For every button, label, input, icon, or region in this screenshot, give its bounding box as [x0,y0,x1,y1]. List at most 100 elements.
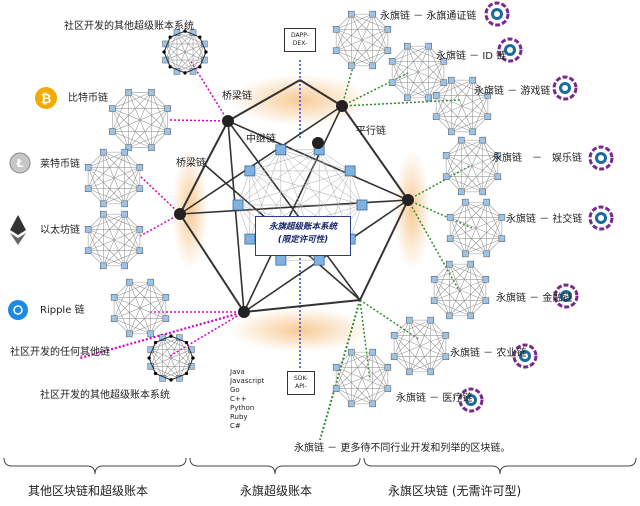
cluster-mesh-line [335,367,373,405]
cluster-node-icon [126,278,133,286]
cluster-node-icon [110,315,118,322]
chain-badge-center [468,397,474,403]
cluster-mesh-line [351,13,388,30]
cluster-mesh-line [150,349,192,367]
cluster-mesh-line [162,337,192,350]
footer-other-chains: 其他区块链和超级账本 [28,484,149,498]
cluster-mesh-line [428,61,445,98]
ripple-icon-inner [13,305,23,315]
cluster-mesh-line [165,32,194,45]
cluster-node-icon [147,363,154,370]
cluster-node-icon [188,346,195,353]
label-community-super-ledger-top: 社区开发的其他超级账本系统 [64,21,194,32]
cluster-mesh-line [151,108,168,148]
cluster-mesh-line [393,320,410,357]
cluster-mesh-line [435,80,452,117]
cluster-mesh-line [87,152,104,189]
brace-layer [3,457,637,475]
dapp-dex-box: DAPP- DEX- [284,28,316,52]
cluster-node-icon [406,368,413,376]
cluster-mesh-line [482,155,499,192]
label-medical-chain: 永旗链 － 医疗链 [396,393,473,404]
community-dot [169,378,173,382]
cluster-mesh-line [446,155,498,177]
cluster-mesh-line [436,95,488,117]
cluster-mesh-line [407,45,444,62]
glow-layer [172,74,430,352]
cluster-node-icon [121,200,128,208]
cluster-node-icon [121,210,128,218]
cluster-node-icon [121,148,128,156]
cluster-mesh-line [409,319,446,336]
cluster-mesh-line [394,335,446,357]
cluster-node-icon [164,128,171,135]
cluster-mesh-line [409,335,447,373]
cluster-mesh-line [446,139,483,156]
cluster-mesh-line [336,29,388,51]
cluster-node-icon [136,247,144,254]
label-agriculture-chain: 永旗链 － 农业链 [450,348,527,359]
cluster-mesh-line [112,92,129,132]
dotted-link-green [341,71,411,107]
label-ripple-chain: Ripple 链 [40,305,85,316]
cluster-mesh-line [449,263,487,301]
octagon-edge [227,79,301,122]
cluster-mesh-line [393,335,431,373]
community-dot [183,71,187,75]
community-dot [147,356,151,360]
cluster-mesh-line [465,217,503,255]
server-node-icon [244,233,256,245]
cluster-node-icon [448,128,455,136]
cluster-mesh-line [486,217,503,254]
label-relay-chain: 中继链 [246,134,276,145]
cluster-node-icon [469,128,476,136]
hub-chord [227,120,361,301]
cluster-node-icon [483,250,490,258]
core-title: 永旗超级账本系统 [268,222,337,232]
cluster-mesh-line [150,337,180,350]
cluster-node-icon [442,152,450,159]
cluster-node-icon [147,346,154,353]
cluster-community-any [147,334,195,382]
cluster-mesh-line [103,167,141,205]
octagon-edge [179,164,206,215]
cluster-mesh-line [128,108,168,148]
cluster-mesh-line [88,151,125,168]
language-item: Java [230,368,245,376]
label-bridge-chain-left: 桥梁链 [176,158,206,169]
hub-node [222,115,234,127]
cluster-node-icon [164,105,171,112]
language-item: Javascript [230,377,265,385]
cluster-node-icon [483,198,490,206]
cluster-node-icon [136,185,144,192]
cluster-mesh-line [87,213,125,251]
cluster-mesh-line [434,279,486,301]
inner-mesh-line [280,149,363,206]
label-entertainment-chain: 永旗链 － 娱乐链 [492,153,582,164]
cluster-node-icon [348,62,355,70]
hub-chord [243,199,409,313]
cluster-node-icon [369,62,376,70]
server-node-icon [244,165,256,177]
cluster-node-icon [121,262,128,270]
cluster-mesh-line [112,108,168,132]
cluster-node-icon [467,260,474,268]
cluster-mesh-line [445,139,483,177]
cluster-mesh-line [87,214,104,251]
dotted-link-green [359,299,421,341]
cluster-mesh-line [445,140,462,177]
cluster-node-icon [442,173,450,180]
chain-badge-center [507,47,513,53]
cluster-node-icon [100,148,107,156]
cluster-node-icon [162,315,170,322]
chain-badge-center [494,11,500,17]
chain-badge-center [522,353,528,359]
hub-node [174,208,186,220]
cluster-mesh-line [433,264,450,301]
cluster-mesh-line [335,352,352,389]
chain-badge-center [563,293,569,299]
cluster-node-icon [369,10,376,18]
inner-mesh-line [237,149,320,206]
cluster-node-icon [442,353,450,360]
